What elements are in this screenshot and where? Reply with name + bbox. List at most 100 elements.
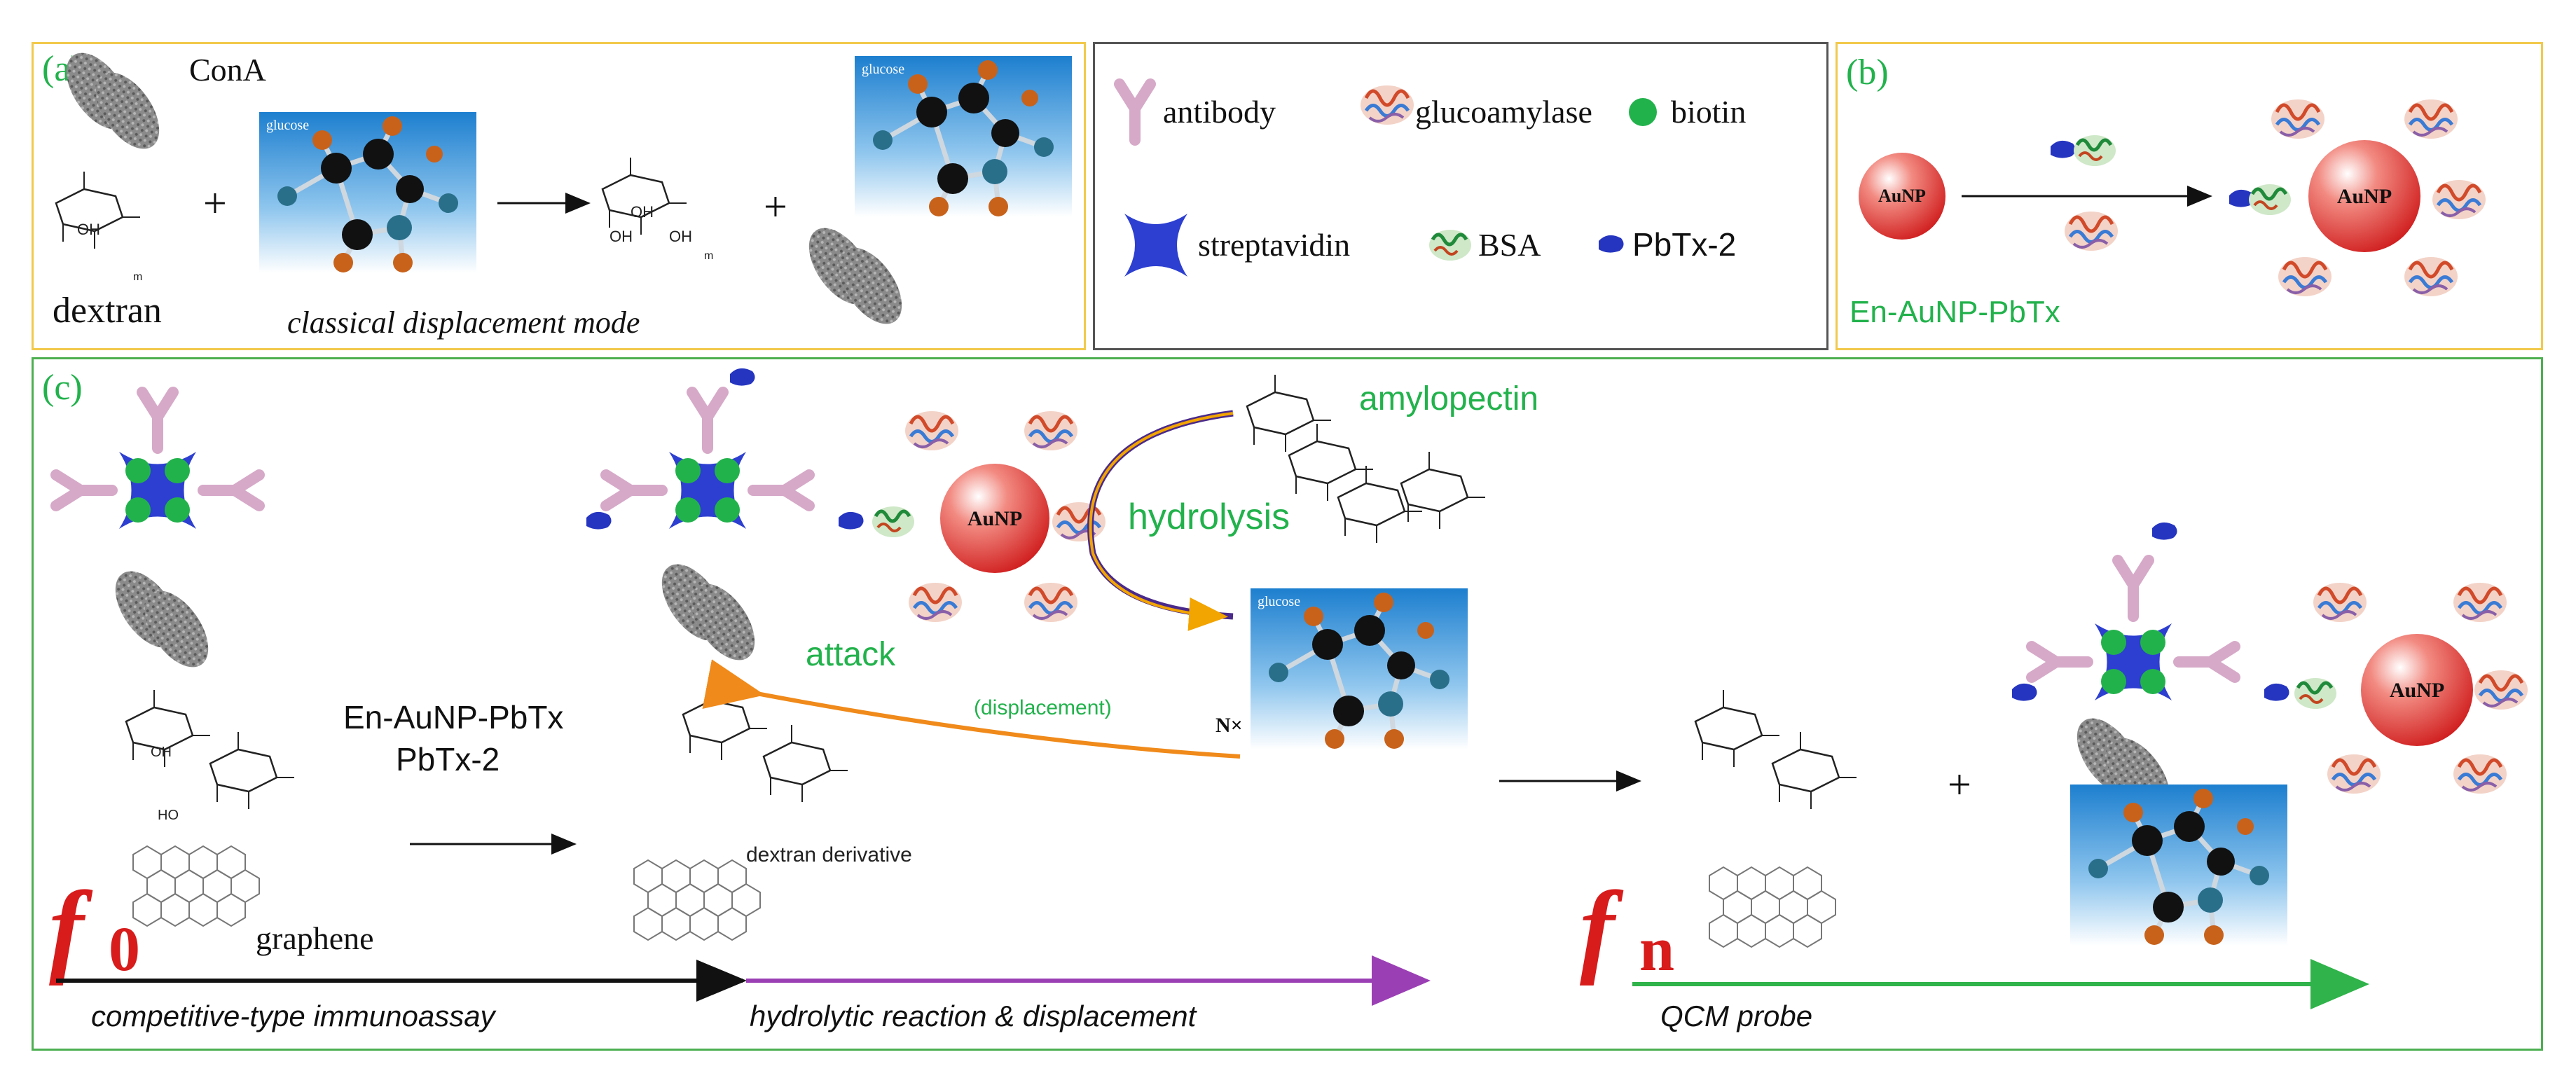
glucoamylase-icon xyxy=(1052,502,1106,541)
hydrolysis-label: hydrolysis xyxy=(1128,497,1290,537)
glucoamylase-icon xyxy=(2432,180,2486,219)
glucoamylase-icon xyxy=(2474,670,2528,710)
glucoamylase-icon xyxy=(1024,583,1077,622)
f0-symbol: f xyxy=(49,870,93,986)
graphene-sheet-icon xyxy=(132,845,260,927)
streptavidin-complex-icon xyxy=(119,452,196,529)
cona-protein-icon xyxy=(102,560,221,679)
attack-label: attack xyxy=(806,636,896,673)
panel-b xyxy=(1835,42,2543,350)
bsa-icon xyxy=(1429,230,1471,261)
graphene-sheet-icon xyxy=(1709,866,1836,948)
step-label-hydrolytic: hydrolytic reaction & displacement xyxy=(750,1000,1198,1032)
glucoamylase-icon xyxy=(905,411,958,450)
dextran-ring-icon xyxy=(209,731,296,810)
n-times-label: N× xyxy=(1215,714,1243,737)
glucoamylase-icon xyxy=(2065,212,2118,251)
ho-label: HO xyxy=(158,808,179,823)
glucoamylase-icon xyxy=(2327,754,2381,794)
dextran-ring-icon xyxy=(762,724,849,803)
dextran-ring-icon xyxy=(1771,731,1858,810)
glucoamylase-icon xyxy=(2313,583,2367,622)
aunp-label: AuNP xyxy=(2337,185,2392,208)
panel-b-caption: En-AuNP-PbTx xyxy=(1850,295,2060,329)
f0-subscript: 0 xyxy=(109,915,140,984)
glucose-tag: glucose xyxy=(862,62,904,77)
glucose-tag: glucose xyxy=(1258,594,1300,609)
cona-protein-icon xyxy=(796,216,915,336)
hydrolysis-arrow xyxy=(1089,412,1234,631)
pbtx-icon xyxy=(2264,683,2289,701)
bsa-icon xyxy=(2074,135,2116,166)
antibody-icon xyxy=(2179,647,2235,677)
glucose-model-icon xyxy=(2070,785,2287,946)
antibody-icon xyxy=(2032,647,2088,677)
aunp-particle-icon xyxy=(2361,634,2473,746)
antibody-icon xyxy=(2118,560,2149,616)
bsa-icon xyxy=(2294,678,2336,709)
glucoamylase-icon xyxy=(2404,99,2458,139)
legend-antibody: antibody xyxy=(1163,94,1276,130)
legend-streptavidin: streptavidin xyxy=(1198,227,1350,263)
plus-sign: + xyxy=(1948,761,1971,808)
m-label: m xyxy=(133,271,142,283)
pbtx-icon xyxy=(2051,140,2076,158)
panel-b-tag: (b) xyxy=(1846,53,1889,92)
cona-protein-icon xyxy=(53,41,172,160)
antibody-icon xyxy=(203,475,259,506)
antibody-icon xyxy=(606,475,662,506)
m-label: m xyxy=(704,250,713,262)
bsa-icon xyxy=(872,506,914,537)
pbtx-icon xyxy=(1599,235,1624,253)
panel-c xyxy=(32,357,2543,1051)
pbtx-icon xyxy=(730,368,755,386)
antibody-icon xyxy=(56,475,112,506)
oh-label: OH xyxy=(631,203,654,221)
glucoamylase-icon xyxy=(1024,411,1077,450)
panel-a-caption: classical displacement mode xyxy=(287,305,640,340)
antibody-icon xyxy=(753,475,809,506)
dextran-derivative-label: dextran derivative xyxy=(746,843,912,866)
streptavidin-complex-icon xyxy=(2095,623,2172,700)
glucoamylase-icon xyxy=(1361,85,1414,125)
oh-label: OH xyxy=(77,221,100,238)
antibody-icon xyxy=(1120,84,1150,140)
glucoamylase-icon xyxy=(2453,583,2507,622)
graphene-label: graphene xyxy=(256,920,374,956)
cona-label: ConA xyxy=(189,52,266,88)
pbtx-icon xyxy=(839,511,864,530)
biotin-icon xyxy=(1629,98,1657,126)
attack-arrow xyxy=(702,659,1241,759)
streptavidin-complex-icon xyxy=(669,452,746,529)
plus-sign: + xyxy=(764,184,787,230)
streptavidin-icon xyxy=(1124,214,1187,277)
antibody-icon xyxy=(692,392,723,448)
glucoamylase-icon xyxy=(2404,257,2458,296)
dextran-ring-icon xyxy=(682,682,769,761)
aunp-particle-icon xyxy=(2308,140,2420,252)
glucose-model-icon xyxy=(259,112,476,273)
pbtx-icon xyxy=(2012,683,2037,701)
reagent-en-aunp-pbtx: En-AuNP-PbTx xyxy=(343,699,563,735)
legend-bsa: BSA xyxy=(1478,227,1541,263)
legend-pbtx: PbTx-2 xyxy=(1632,226,1736,263)
glucoamylase-icon xyxy=(2271,99,2324,139)
legend-glucoamylase: glucoamylase xyxy=(1415,94,1592,130)
aunp-particle-icon xyxy=(1859,153,1945,240)
antibody-icon xyxy=(142,392,173,448)
step-label-qcm: QCM probe xyxy=(1660,1000,1812,1032)
panel-c-tag: (c) xyxy=(42,368,83,408)
graphene-sheet-icon xyxy=(633,859,761,941)
aunp-particle-icon xyxy=(940,464,1049,573)
plus-sign: + xyxy=(203,180,227,226)
fn-symbol: f xyxy=(1580,870,1624,986)
glucose-model-icon xyxy=(855,56,1072,217)
amylopectin-label: amylopectin xyxy=(1359,380,1538,417)
glucoamylase-icon xyxy=(2278,257,2332,296)
oh-label: OH xyxy=(151,745,172,760)
bsa-icon xyxy=(2249,184,2291,215)
legend-panel xyxy=(1093,42,1828,350)
aunp-label: AuNP xyxy=(1878,186,1926,206)
oh-label: OH xyxy=(669,228,692,245)
